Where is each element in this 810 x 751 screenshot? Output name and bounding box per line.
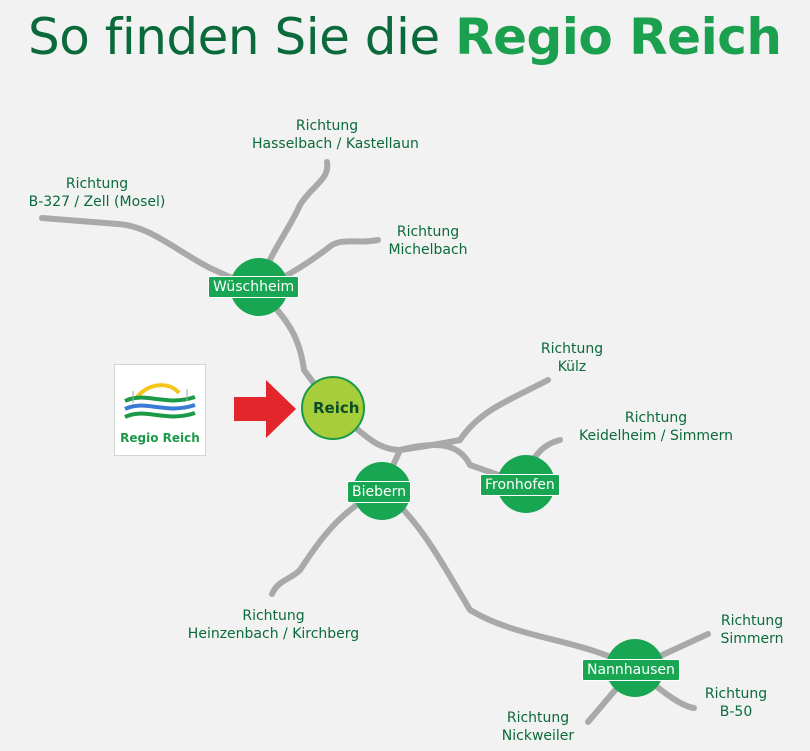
direction-nickweiler: Richtung Nickweiler xyxy=(501,710,575,744)
town-node-reich xyxy=(301,376,365,440)
town-label-reich: Reich xyxy=(313,399,360,417)
direction-kuelz: Richtung Külz xyxy=(540,341,604,375)
road-nannhausen xyxy=(379,487,637,671)
road-kuelz xyxy=(457,377,551,443)
road-heinzenbach xyxy=(269,487,385,597)
page-title: So finden Sie die Regio Reich xyxy=(28,6,782,68)
direction-b50: Richtung B-50 xyxy=(704,686,768,720)
regio-reich-logo: Regio Reich xyxy=(114,364,206,456)
title-prefix: So finden Sie die xyxy=(28,8,440,66)
town-label-nannhausen: Nannhausen xyxy=(582,659,680,681)
road-b327 xyxy=(39,215,261,293)
title-brand: Regio Reich xyxy=(455,8,782,66)
direction-simmern: Richtung Simmern xyxy=(720,613,784,647)
direction-keidelheim: Richtung Keidelheim / Simmern xyxy=(578,410,734,444)
direction-michelbach: Richtung Michelbach xyxy=(388,224,468,258)
town-label-fronhofen: Fronhofen xyxy=(480,474,560,496)
logo-text: Regio Reich xyxy=(120,431,200,445)
road-fronhofen xyxy=(397,442,527,487)
direction-heinzenbach: Richtung Heinzenbach / Kirchberg xyxy=(187,608,360,642)
town-label-biebern: Biebern xyxy=(347,481,411,503)
location-arrow-icon xyxy=(234,380,296,438)
town-label-wueschheim: Wüschheim xyxy=(208,276,300,298)
logo-graphic xyxy=(124,383,196,419)
direction-b327: Richtung B-327 / Zell (Mosel) xyxy=(28,176,166,210)
direction-hasselbach: Richtung Hasselbach / Kastellaun xyxy=(252,118,419,152)
